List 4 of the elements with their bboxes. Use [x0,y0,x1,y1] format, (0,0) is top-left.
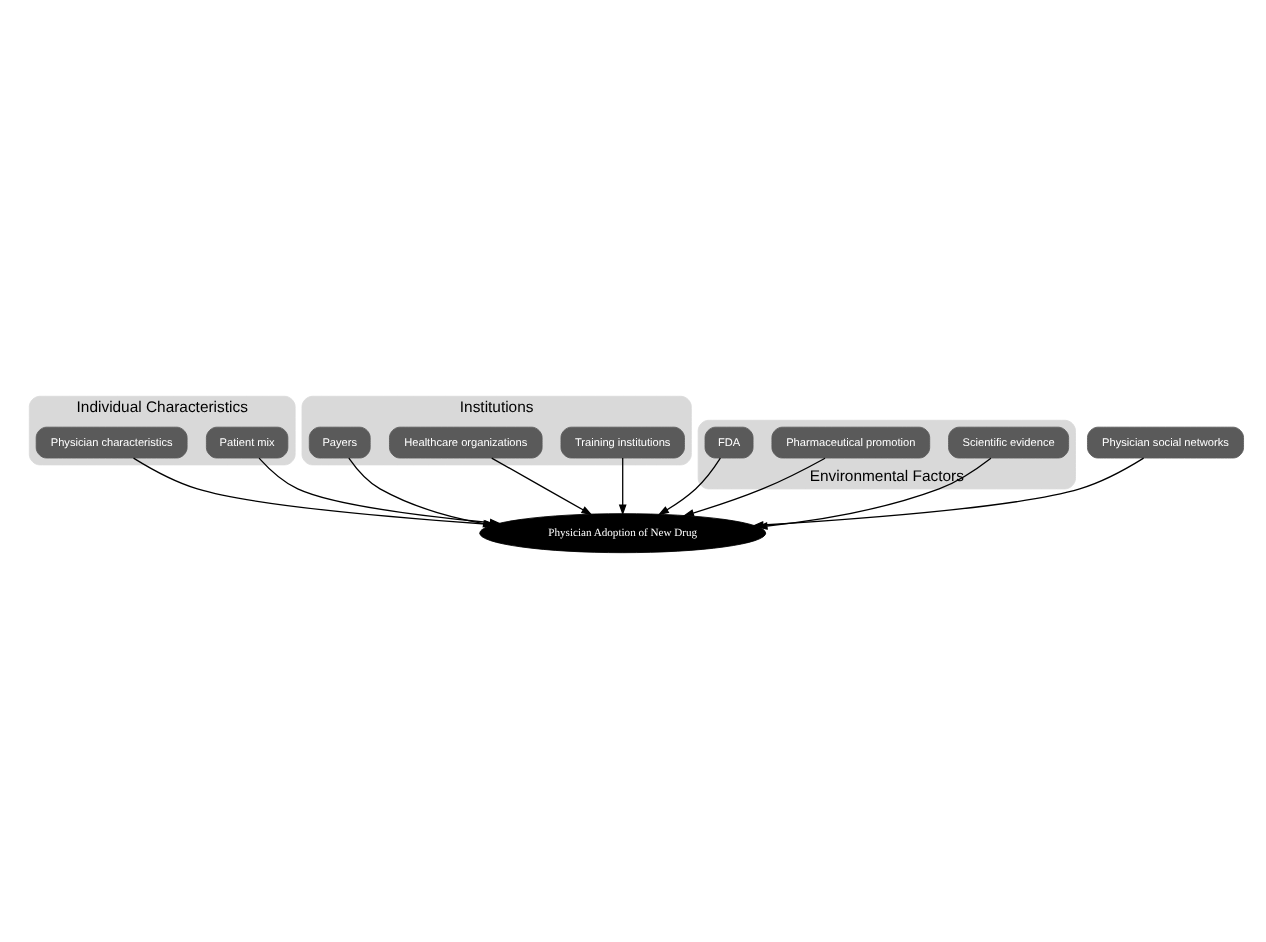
arrow [682,457,826,517]
arrow [618,457,627,516]
arrow [491,457,593,516]
arrow [657,457,722,516]
